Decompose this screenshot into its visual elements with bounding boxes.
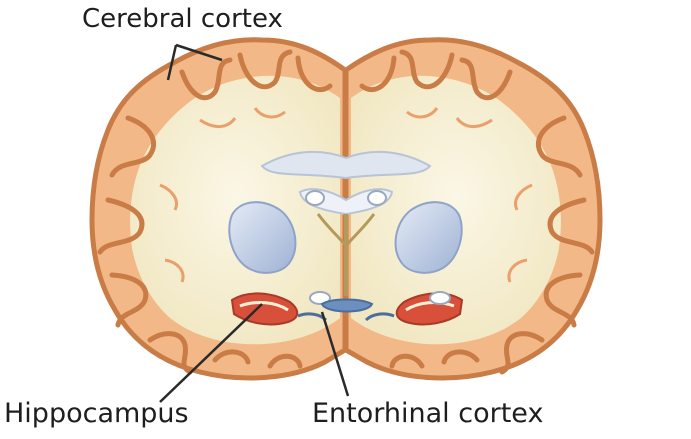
brainstem-base [322, 300, 372, 312]
cerebral-cortex-label: Cerebral cortex [82, 6, 283, 32]
hippocampus-label: Hippocampus [4, 400, 189, 427]
right-ventricle-horn [368, 191, 386, 205]
entorhinal-cortex-label: Entorhinal cortex [312, 400, 543, 427]
left-hemisphere [92, 40, 345, 378]
right-hemisphere [346, 40, 600, 378]
right-temporal-horn [430, 292, 450, 304]
left-ventricle-horn [306, 191, 324, 205]
